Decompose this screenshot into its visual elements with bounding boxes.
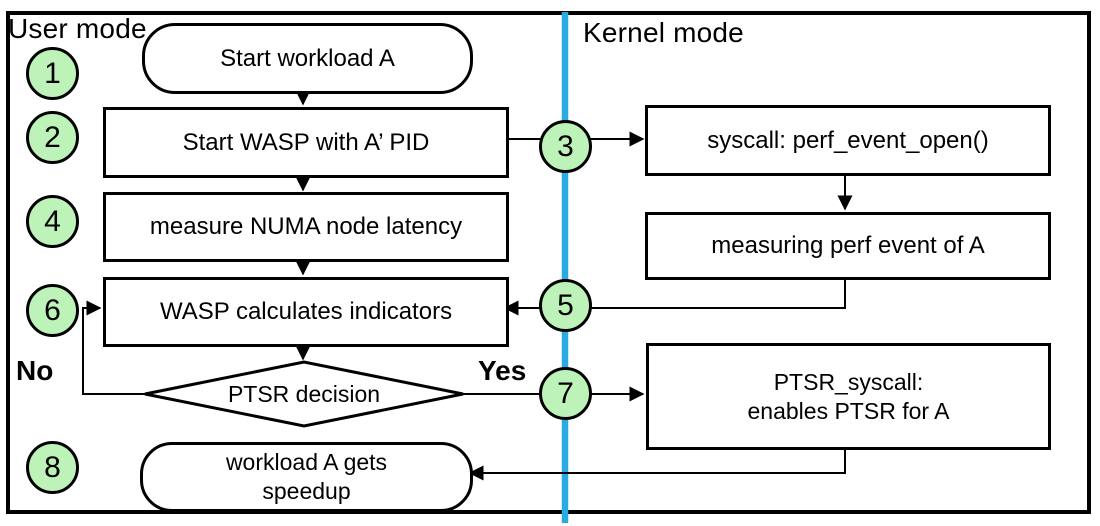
step-badge-1: 1 xyxy=(26,47,79,100)
arrow-no-loop xyxy=(82,300,145,395)
node-workload-speedup: workload A gets speedup xyxy=(140,442,473,512)
step-badge-8: 8 xyxy=(26,441,79,494)
branch-yes-label: Yes xyxy=(478,355,527,386)
node-workload-speedup-line2: speedup xyxy=(262,478,351,504)
user-mode-label: User mode xyxy=(8,13,147,44)
node-ptsr-syscall-line1: PTSR_syscall: xyxy=(773,368,924,395)
outer-border xyxy=(6,11,1091,514)
node-workload-speedup-line1: workload A gets xyxy=(225,449,388,476)
arrow-ptsr-to-speedup xyxy=(468,444,846,481)
node-measure-numa-label: measure NUMA node latency xyxy=(149,213,463,240)
step-4-number: 4 xyxy=(44,204,61,238)
node-start-workload: Start workload A xyxy=(142,23,473,94)
node-syscall-perf: syscall: perf_event_open() xyxy=(645,105,1051,176)
step-badge-3: 3 xyxy=(539,120,592,173)
step-8-number: 8 xyxy=(44,450,61,484)
node-measure-numa: measure NUMA node latency xyxy=(103,192,509,262)
step-badge-7: 7 xyxy=(539,367,592,420)
step-7-number: 7 xyxy=(557,376,574,410)
node-measuring-perf: measuring perf event of A xyxy=(645,212,1051,280)
step-5-number: 5 xyxy=(557,288,574,322)
node-wasp-indicators: WASP calculates indicators xyxy=(103,277,509,347)
branch-no-label: No xyxy=(16,355,54,386)
step-6-number: 6 xyxy=(44,293,61,327)
step-badge-5: 5 xyxy=(539,279,592,332)
node-ptsr-syscall: PTSR_syscall: enables PTSR for A xyxy=(646,343,1051,450)
node-start-wasp-label: Start WASP with A’ PID xyxy=(182,128,430,156)
step-badge-4: 4 xyxy=(26,195,79,248)
step-badge-6: 6 xyxy=(26,284,79,337)
node-start-wasp: Start WASP with A’ PID xyxy=(103,107,509,178)
node-ptsr-syscall-line2: enables PTSR for A xyxy=(747,397,950,424)
node-measuring-perf-label: measuring perf event of A xyxy=(711,232,985,259)
node-start-workload-label: Start workload A xyxy=(220,44,395,72)
step-3-number: 3 xyxy=(557,129,574,163)
decision-diamond xyxy=(144,360,464,428)
node-wasp-indicators-label: WASP calculates indicators xyxy=(159,298,453,325)
node-ptsr-decision-label: PTSR decision xyxy=(227,381,381,407)
arrow-measuring-to-indicators xyxy=(503,273,846,316)
step-2-number: 2 xyxy=(44,120,61,154)
node-syscall-perf-label: syscall: perf_event_open() xyxy=(707,126,989,154)
kernel-mode-label: Kernel mode xyxy=(583,17,744,48)
step-1-number: 1 xyxy=(44,56,61,90)
step-badge-2: 2 xyxy=(26,111,79,164)
